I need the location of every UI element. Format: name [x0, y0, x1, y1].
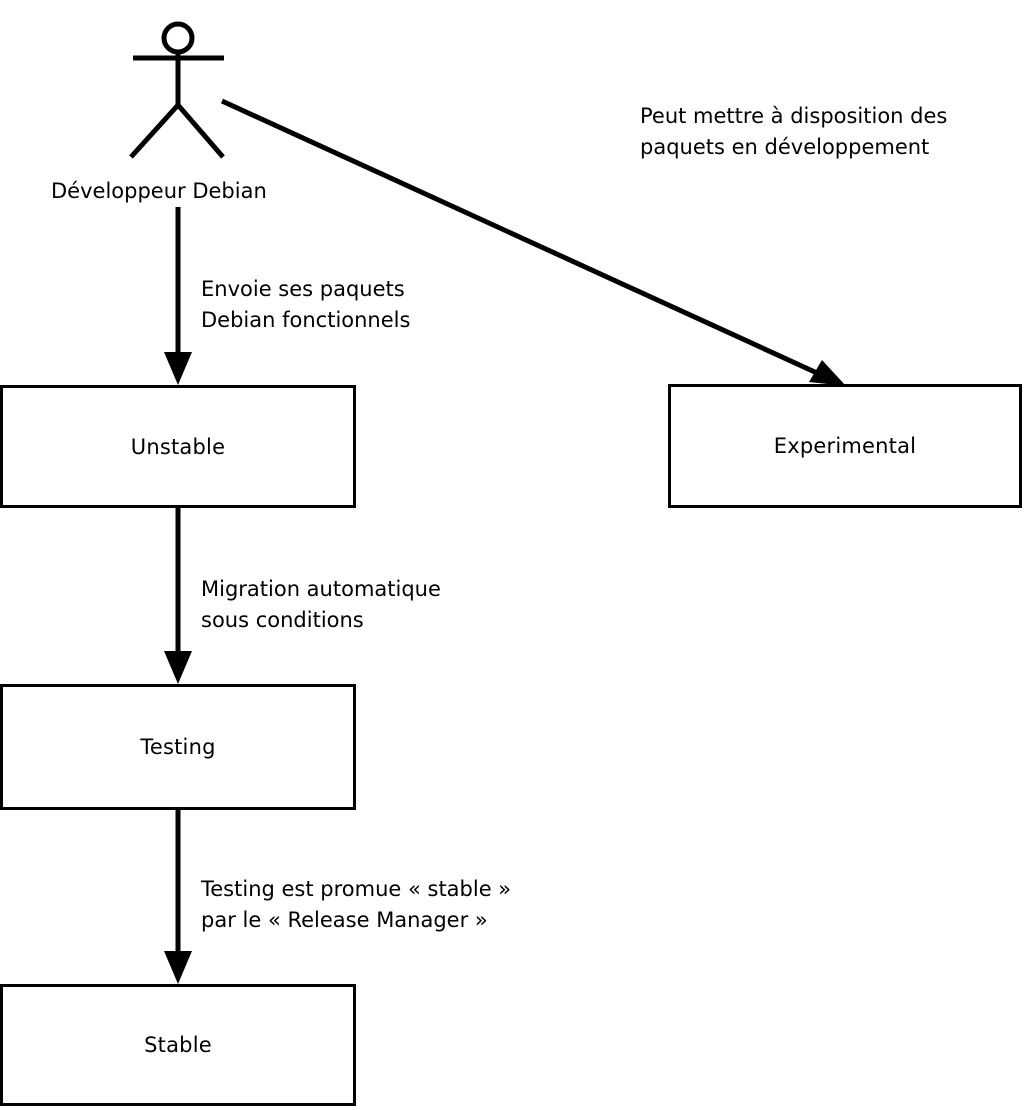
node-testing[interactable]: Testing — [0, 684, 356, 810]
arrowhead-unstable-to-testing — [164, 651, 192, 684]
arrow-actor-to-unstable — [164, 207, 192, 385]
node-unstable-label: Unstable — [130, 434, 226, 459]
actor-head-icon — [161, 21, 195, 55]
node-unstable[interactable]: Unstable — [0, 385, 356, 508]
node-experimental-label: Experimental — [773, 434, 917, 458]
arrowhead-actor-to-unstable — [164, 352, 192, 385]
actor-left-leg-icon — [129, 103, 180, 159]
node-stable-label: Stable — [144, 1033, 212, 1057]
arrow-unstable-to-testing — [164, 507, 192, 684]
actor-right-leg-icon — [176, 103, 225, 159]
arrowhead-actor-to-experimental — [809, 360, 846, 386]
edge-label-testing-to-stable: Testing est promue « stable » par le « R… — [201, 877, 512, 932]
edge-label-actor-to-experimental: Peut mettre à disposition des paquets en… — [640, 104, 948, 159]
actor-caption: Développeur Debian — [51, 179, 267, 203]
arrow-testing-to-stable — [164, 810, 192, 984]
edge-label-unstable-to-testing: Migration automatique sous conditions — [201, 577, 441, 632]
node-experimental[interactable]: Experimental — [668, 384, 1022, 508]
node-stable[interactable]: Stable — [0, 984, 356, 1106]
node-testing-label: Testing — [140, 735, 216, 759]
edge-label-actor-to-unstable: Envoie ses paquets Debian fonctionnels — [201, 277, 411, 332]
arrow-actor-to-experimental — [220, 98, 846, 386]
actor-stick-figure-icon — [129, 21, 225, 159]
arrowhead-testing-to-stable — [164, 951, 192, 984]
